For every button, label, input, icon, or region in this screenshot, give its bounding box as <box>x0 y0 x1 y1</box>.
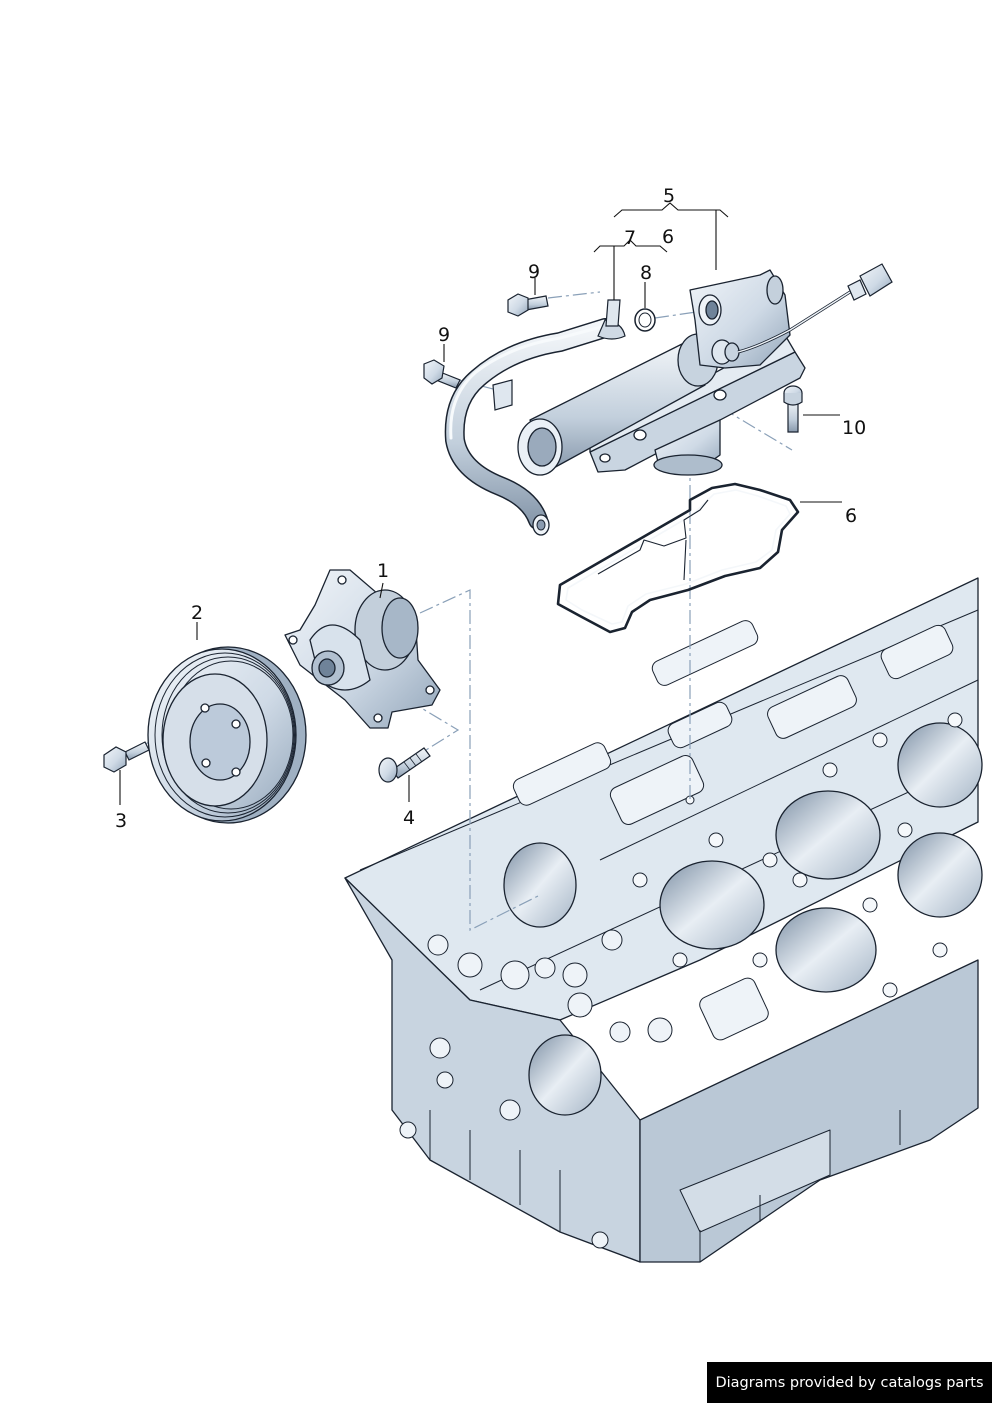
gasket <box>556 482 800 634</box>
engine-block-side <box>639 959 979 1263</box>
callout-8: 8 <box>640 262 652 284</box>
callout-1: 1 <box>377 560 389 582</box>
credit-banner: Diagrams provided by catalogs parts <box>707 1362 992 1403</box>
pump-bolt <box>378 747 431 783</box>
coolant-pipe <box>444 299 626 536</box>
pulley-bolt <box>103 741 150 773</box>
callout-6-upper: 6 <box>662 226 674 248</box>
callout-6-lower: 6 <box>845 505 857 527</box>
callout-9-lower: 9 <box>438 324 450 346</box>
callout-numbers: 1 2 3 4 5 6 7 8 9 9 10 6 <box>115 185 866 832</box>
o-ring <box>634 308 656 332</box>
callout-10: 10 <box>842 417 866 439</box>
sensor-connector <box>859 263 893 297</box>
water-pump <box>284 569 441 729</box>
pulley <box>147 646 307 824</box>
engine-block <box>344 577 983 1263</box>
thermostat-housing <box>517 269 806 476</box>
callout-9-upper: 9 <box>528 261 540 283</box>
callout-leaders <box>119 202 842 805</box>
bolt-9-upper <box>507 293 549 317</box>
callout-3: 3 <box>115 810 127 832</box>
pulley-hub <box>189 703 251 781</box>
callout-5: 5 <box>663 185 675 207</box>
callout-4: 4 <box>403 807 415 829</box>
callout-2: 2 <box>191 602 203 624</box>
bolt-9-lower <box>423 359 461 389</box>
temperature-sensor <box>737 263 893 354</box>
bolt-10 <box>783 385 803 433</box>
callout-7: 7 <box>624 227 636 249</box>
